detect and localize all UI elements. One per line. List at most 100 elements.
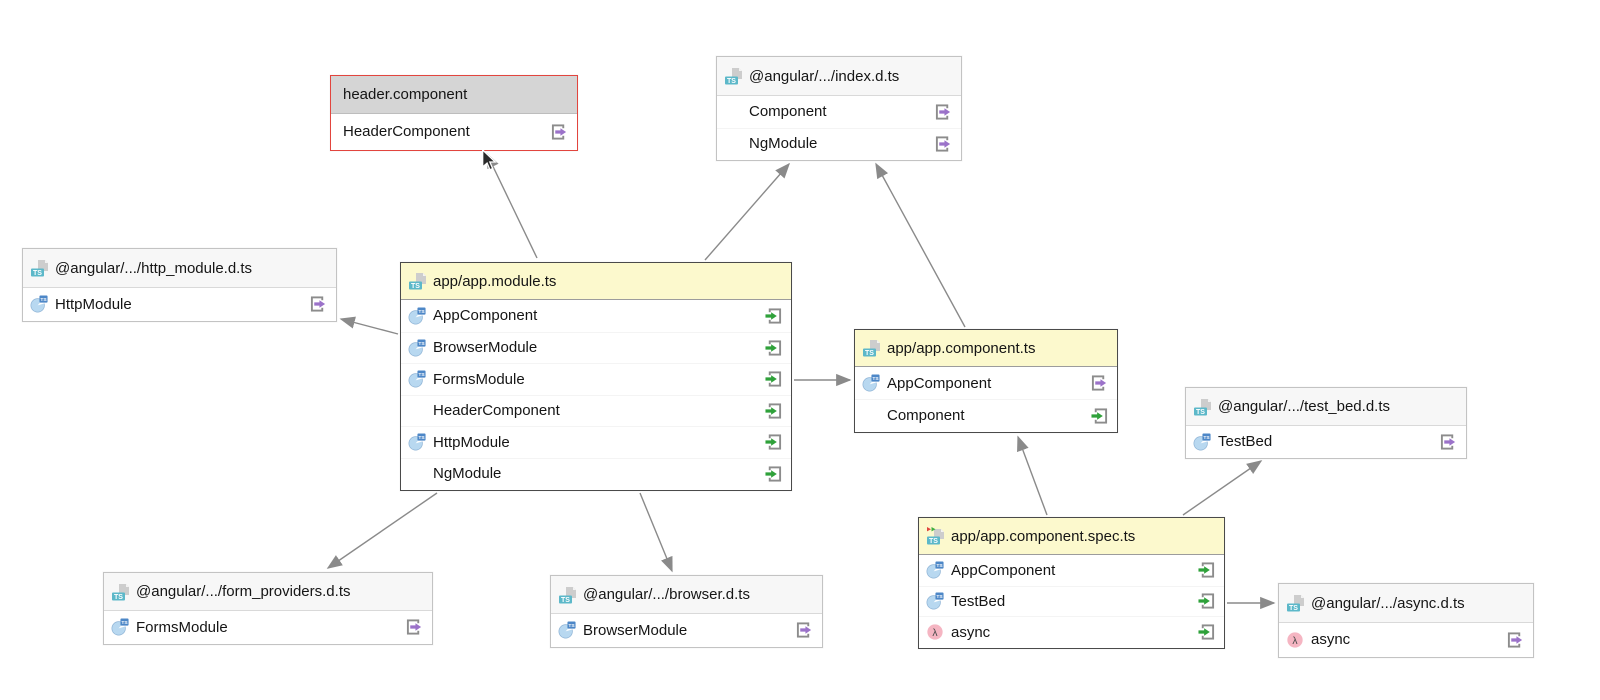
member-row-async[interactable]: λ async [919, 616, 1224, 647]
svg-text:TS: TS [121, 620, 128, 626]
node-header[interactable]: TS app/app.module.ts [401, 263, 791, 300]
node-header[interactable]: TS @angular/.../async.d.ts [1279, 584, 1533, 623]
node-title: header.component [343, 86, 468, 103]
node-angular-browser[interactable]: TS @angular/.../browser.d.ts TS BrowserM… [550, 575, 823, 648]
edge-app-component-to-angular-index [875, 162, 966, 328]
member-row-headercomponent[interactable]: HeaderComponent [401, 394, 791, 427]
ts-test-file-icon: TS [926, 526, 946, 546]
export-icon [935, 135, 952, 152]
member-row-formsmodule[interactable]: TS FormsModule [104, 611, 432, 643]
member-label: Component [887, 407, 965, 424]
import-icon [765, 402, 782, 419]
node-title: @angular/.../test_bed.d.ts [1218, 398, 1390, 415]
svg-text:TS: TS [418, 372, 425, 378]
ts-file-icon: TS [30, 258, 50, 278]
member-row-browsermodule[interactable]: TS BrowserModule [551, 614, 822, 646]
ts-file-icon: TS [724, 66, 744, 86]
node-header[interactable]: header.component [331, 76, 577, 114]
member-row-formsmodule[interactable]: TS FormsModule [401, 363, 791, 395]
node-app-module[interactable]: TS app/app.module.ts TS AppComponent TS … [400, 262, 792, 491]
member-label: HeaderComponent [433, 402, 560, 420]
node-angular-async[interactable]: TS @angular/.../async.d.ts λ async [1278, 583, 1534, 658]
member-label: HeaderComponent [343, 123, 470, 140]
import-icon [1198, 562, 1215, 579]
edge-app-module-to-angular-http-module [339, 316, 399, 335]
mouse-pointer-icon [481, 149, 497, 171]
member-row-headercomponent[interactable]: HeaderComponent [331, 114, 577, 149]
export-icon [310, 296, 327, 313]
import-icon [765, 307, 782, 324]
import-icon [1091, 407, 1108, 424]
member-row-async[interactable]: λ async [1279, 623, 1533, 656]
member-row-httpmodule[interactable]: TS HttpModule [401, 426, 791, 458]
node-title: app/app.component.spec.ts [951, 527, 1136, 545]
ts-file-icon: TS [1286, 593, 1306, 613]
node-header[interactable]: TS app/app.component.ts [855, 330, 1117, 367]
node-title: @angular/.../async.d.ts [1311, 594, 1465, 612]
ts-file-icon: TS [1193, 397, 1213, 417]
member-label: FormsModule [136, 618, 228, 636]
ts-file-icon: TS [111, 582, 131, 602]
svg-text:TS: TS [727, 78, 736, 85]
node-header[interactable]: TS app/app.component.spec.ts [919, 518, 1224, 555]
import-icon [765, 371, 782, 388]
member-row-component[interactable]: Component [855, 399, 1117, 431]
member-label: async [1311, 631, 1351, 648]
node-header[interactable]: TS @angular/.../browser.d.ts [551, 576, 822, 614]
svg-text:TS: TS [418, 341, 425, 347]
edge-app-component-spec-to-app-component [1017, 435, 1048, 516]
node-header[interactable]: TS @angular/.../http_module.d.ts [23, 249, 336, 288]
import-icon [1198, 624, 1215, 641]
ts-file-icon: TS [862, 338, 882, 358]
member-row-appcomponent[interactable]: TS AppComponent [919, 555, 1224, 586]
edge-app-module-to-angular-form-providers [326, 492, 438, 569]
member-row-browsermodule[interactable]: TS BrowserModule [401, 331, 791, 364]
ts-class-icon: TS [408, 433, 426, 451]
node-header[interactable]: TS @angular/.../index.d.ts [717, 57, 961, 96]
ts-file-icon: TS [408, 271, 428, 291]
node-title: app/app.module.ts [433, 272, 557, 290]
member-label: TestBed [1218, 433, 1273, 450]
member-label: FormsModule [433, 370, 525, 388]
export-icon [1091, 375, 1108, 392]
edge-app-module-to-angular-browser [639, 492, 673, 573]
member-label: TestBed [951, 592, 1006, 610]
ts-class-icon: TS [926, 592, 944, 610]
import-icon [765, 339, 782, 356]
member-row-testbed[interactable]: TS TestBed [919, 585, 1224, 617]
member-label: HttpModule [55, 295, 132, 313]
svg-text:TS: TS [1196, 409, 1205, 416]
lambda-icon: λ [926, 623, 944, 641]
member-row-appcomponent[interactable]: TS AppComponent [401, 300, 791, 332]
svg-text:TS: TS [33, 270, 42, 277]
node-angular-http-module[interactable]: TS @angular/.../http_module.d.ts TS Http… [22, 248, 337, 322]
node-angular-form-providers[interactable]: TS @angular/.../form_providers.d.ts TS F… [103, 572, 433, 645]
node-app-component-spec[interactable]: TS app/app.component.spec.ts TS AppCompo… [918, 517, 1225, 649]
node-title: @angular/.../http_module.d.ts [55, 259, 253, 277]
svg-text:TS: TS [418, 309, 425, 315]
ts-file-icon: TS [558, 585, 578, 605]
export-icon [935, 103, 952, 120]
member-row-httpmodule[interactable]: TS HttpModule [23, 288, 336, 320]
svg-text:TS: TS [1203, 435, 1210, 441]
node-header[interactable]: TS @angular/.../form_providers.d.ts [104, 573, 432, 611]
svg-text:TS: TS [865, 350, 874, 357]
member-label: AppComponent [433, 307, 538, 325]
member-row-ngmodule[interactable]: NgModule [717, 127, 961, 160]
svg-text:λ: λ [932, 628, 938, 639]
node-angular-test-bed[interactable]: TS @angular/.../test_bed.d.ts TS TestBed [1185, 387, 1467, 459]
ts-class-icon: TS [408, 370, 426, 388]
svg-text:TS: TS [40, 297, 47, 303]
node-header[interactable]: TS @angular/.../test_bed.d.ts [1186, 388, 1466, 426]
node-title: @angular/.../browser.d.ts [583, 586, 750, 603]
svg-text:TS: TS [929, 538, 938, 545]
export-icon [1440, 433, 1457, 450]
node-app-component[interactable]: TS app/app.component.ts TS AppComponent … [854, 329, 1118, 433]
member-row-component[interactable]: Component [717, 96, 961, 128]
member-row-appcomponent[interactable]: TS AppComponent [855, 367, 1117, 399]
member-row-testbed[interactable]: TS TestBed [1186, 426, 1466, 457]
member-row-ngmodule[interactable]: NgModule [401, 457, 791, 490]
